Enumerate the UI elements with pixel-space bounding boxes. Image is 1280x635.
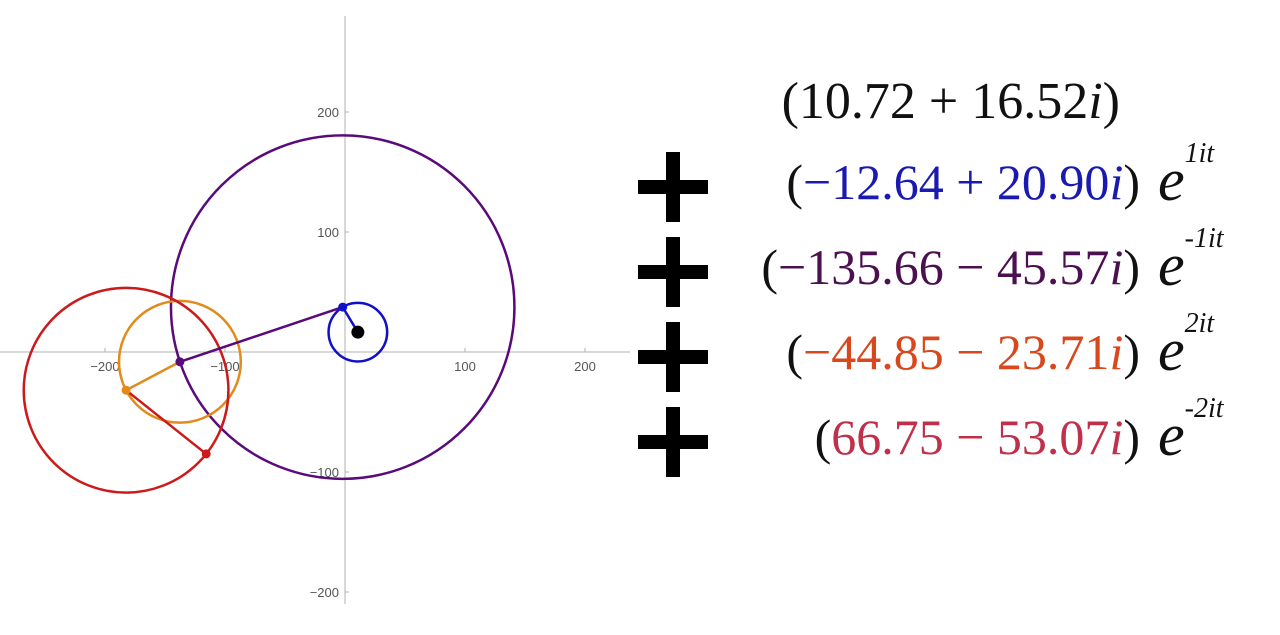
- origin-point: [351, 325, 365, 339]
- plus-icon: [638, 152, 708, 222]
- term-exponential: e1it: [1158, 138, 1215, 213]
- term-exponential: e-2it: [1158, 393, 1224, 468]
- blue-circle: [327, 301, 389, 363]
- term-coefficient: (−44.85 − 23.71i): [786, 324, 1140, 380]
- plus-icon: [638, 237, 708, 307]
- term-exponential: e-1it: [1158, 223, 1224, 298]
- term-row-3: (−44.85 − 23.71i) e2it: [630, 308, 1280, 400]
- imaginary-unit: i: [1088, 73, 1103, 130]
- orange-circle: [117, 299, 243, 424]
- x-tick-label: −200: [90, 359, 119, 374]
- orange-arm: [125, 360, 181, 392]
- x-tick-label: 100: [454, 359, 476, 374]
- term-coefficient: (66.75 − 53.07i): [814, 409, 1140, 465]
- constant-value: (10.72 + 16.52: [781, 73, 1089, 130]
- term-coefficient: (−135.66 − 45.57i): [761, 239, 1140, 295]
- y-tick-label: −200: [310, 585, 339, 600]
- constant-close-paren: ): [1102, 73, 1120, 130]
- purple-point: [175, 357, 185, 367]
- y-tick-label: 200: [317, 105, 339, 120]
- term-exponential: e2it: [1158, 308, 1215, 383]
- red-circle: [22, 286, 230, 494]
- term-row-2: (−135.66 − 45.57i) e-1it: [630, 223, 1280, 315]
- fourier-series-formula: (10.72 + 16.52i) (−12.64 + 20.90i) e1it …: [630, 0, 1280, 635]
- purple-arm: [179, 305, 344, 363]
- red-arm: [125, 389, 207, 455]
- constant-term: (10.72 + 16.52i): [630, 72, 1120, 132]
- x-tick-label: 200: [574, 359, 596, 374]
- orange-point: [121, 385, 131, 395]
- points: [121, 302, 365, 459]
- y-tick-label: 100: [317, 225, 339, 240]
- plus-icon: [638, 407, 708, 477]
- blue-point: [338, 302, 348, 312]
- plus-icon: [638, 322, 708, 392]
- term-row-4: (66.75 − 53.07i) e-2it: [630, 393, 1280, 485]
- red-point: [201, 449, 211, 459]
- term-row-1: (−12.64 + 20.90i) e1it: [630, 138, 1280, 230]
- term-coefficient: (−12.64 + 20.90i): [786, 154, 1140, 210]
- purple-circle: [169, 134, 516, 481]
- axes: [0, 16, 630, 604]
- arms: [125, 305, 359, 455]
- circles: [22, 134, 516, 494]
